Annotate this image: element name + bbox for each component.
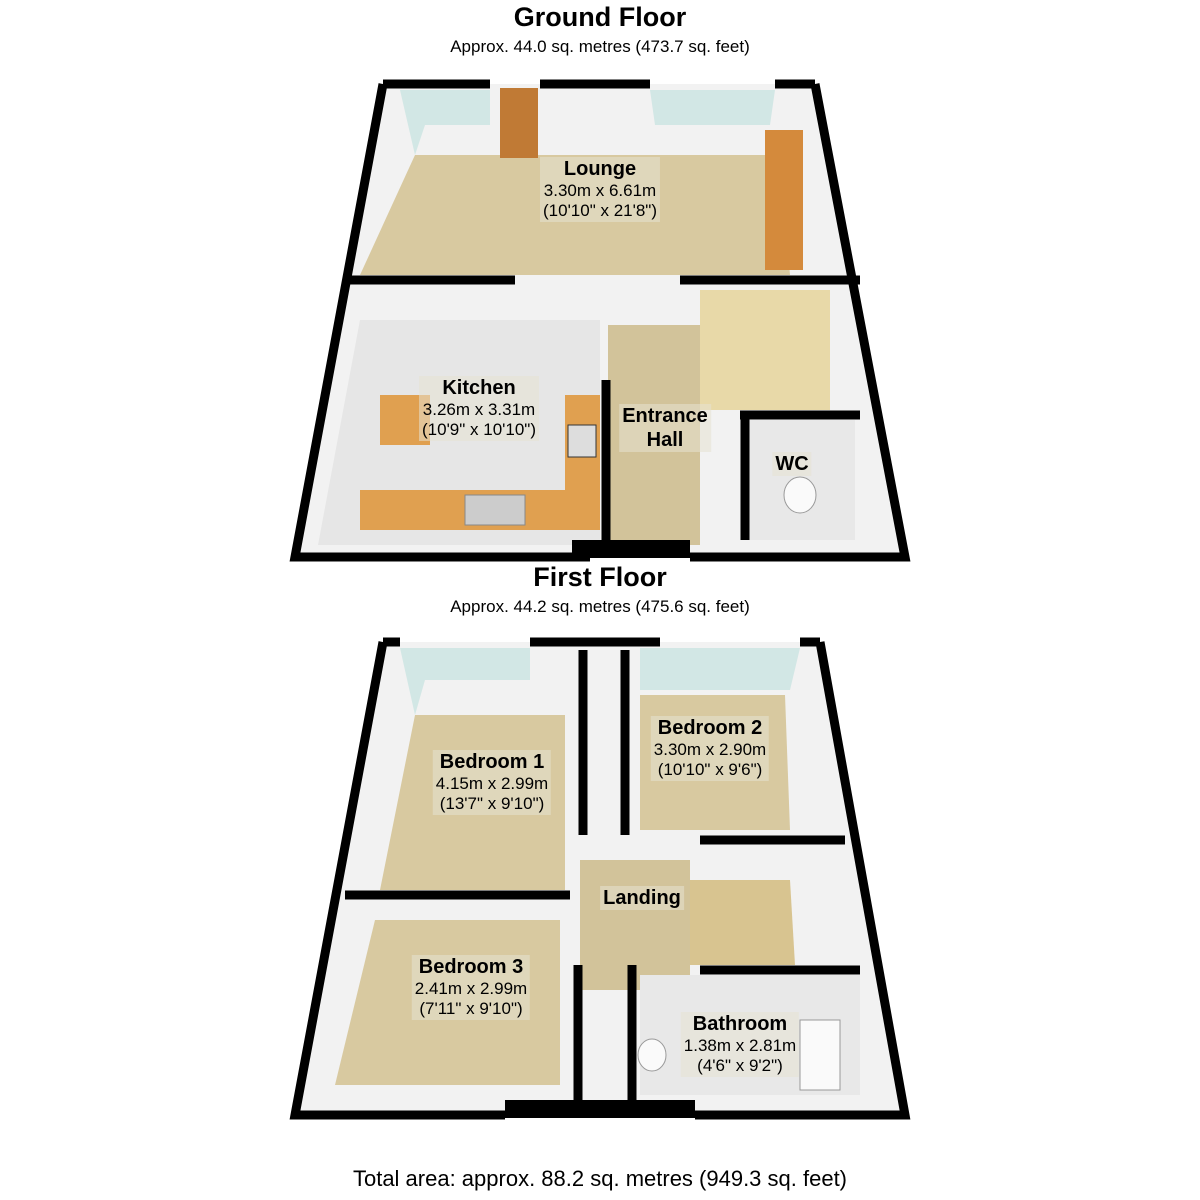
room-label-landing: Landing xyxy=(600,886,684,910)
first-floor-plan xyxy=(289,637,911,1120)
sink-icon xyxy=(464,494,526,526)
room-label-lounge: Lounge 3.30m x 6.61m (10'10" x 21'8") xyxy=(539,157,661,222)
room-name: Lounge xyxy=(563,158,637,180)
room-metric: 3.30m x 6.61m xyxy=(543,181,657,200)
room-imperial: (10'10" x 21'8") xyxy=(542,201,658,221)
front-door xyxy=(500,88,538,158)
toilet-icon xyxy=(637,1038,667,1072)
room-label-bedroom-2: Bedroom 2 3.30m x 2.90m (10'10" x 9'6") xyxy=(650,716,770,781)
hob-icon xyxy=(567,424,597,458)
lounge-cupboard xyxy=(765,130,803,270)
stairs xyxy=(700,290,830,410)
ground-floor-title: Ground Floor xyxy=(513,2,687,32)
stairs xyxy=(690,880,795,965)
room-label-wc: WC xyxy=(772,452,812,476)
room-name: Bedroom 1 xyxy=(439,751,545,773)
room-name: WC xyxy=(775,453,809,475)
room-name: Hall xyxy=(646,429,684,451)
ground-floor-area: Approx. 44.0 sq. metres (473.7 sq. feet) xyxy=(450,37,750,56)
first-floor-title: First Floor xyxy=(533,562,667,592)
bath-icon xyxy=(799,1019,841,1091)
room-name: Bathroom xyxy=(692,1013,788,1035)
room-label-bedroom-3: Bedroom 3 2.41m x 2.99m (7'11" x 9'10") xyxy=(411,955,531,1020)
ground-floor-plan xyxy=(289,79,911,562)
toilet-icon xyxy=(783,476,817,514)
room-label-kitchen: Kitchen 3.26m x 3.31m (10'9" x 10'10") xyxy=(418,376,540,441)
room-metric: 4.15m x 2.99m xyxy=(435,774,549,793)
room-metric: 3.26m x 3.31m xyxy=(422,400,536,419)
room-imperial: (4'6" x 9'2") xyxy=(697,1056,783,1076)
room-label-entrance-hall: Entrance Hall xyxy=(619,404,711,452)
room-metric: 1.38m x 2.81m xyxy=(683,1036,797,1055)
room-imperial: (10'10" x 9'6") xyxy=(657,760,763,780)
room-name: Entrance xyxy=(622,405,708,427)
room-metric: 3.30m x 2.90m xyxy=(653,740,767,759)
room-name: Landing xyxy=(603,887,681,909)
room-imperial: (13'7" x 9'10") xyxy=(439,794,545,814)
room-name: Bedroom 3 xyxy=(418,956,524,978)
room-metric: 2.41m x 2.99m xyxy=(414,979,528,998)
room-name: Kitchen xyxy=(442,377,516,399)
room-imperial: (10'9" x 10'10") xyxy=(421,420,537,440)
total-area: Total area: approx. 88.2 sq. metres (949… xyxy=(352,1166,848,1191)
room-name: Bedroom 2 xyxy=(657,717,763,739)
first-floor-area: Approx. 44.2 sq. metres (475.6 sq. feet) xyxy=(450,597,750,616)
room-imperial: (7'11" x 9'10") xyxy=(419,999,523,1019)
room-label-bathroom: Bathroom 1.38m x 2.81m (4'6" x 9'2") xyxy=(680,1012,800,1077)
room-label-bedroom-1: Bedroom 1 4.15m x 2.99m (13'7" x 9'10") xyxy=(432,750,552,815)
